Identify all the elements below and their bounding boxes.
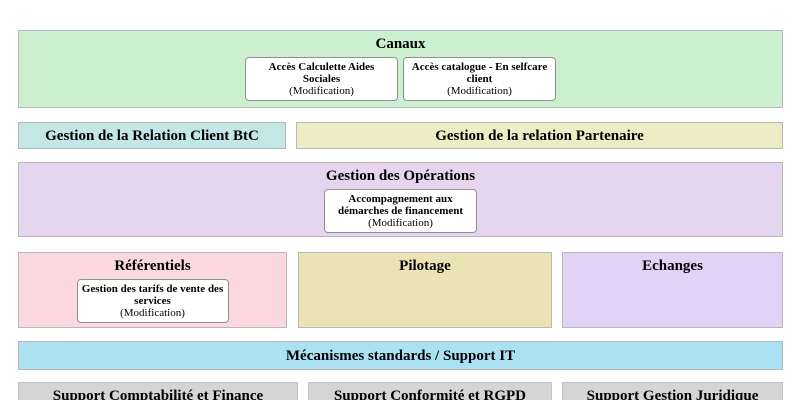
subbox-title: Accès catalogue - En selfcare client (411, 61, 548, 85)
subbox-acces-catalogue: Accès catalogue - En selfcare client (Mo… (403, 57, 556, 101)
section-referentiels: Référentiels Gestion des tarifs de vente… (18, 252, 287, 328)
section-support-gestion-juridique-title: Support Gestion Juridique (586, 388, 759, 400)
section-support-comptabilite-finance: Support Comptabilité et Finance (18, 382, 298, 400)
section-echanges: Echanges (562, 252, 783, 328)
subbox-title: Gestion des tarifs de vente des services (81, 283, 224, 307)
section-support-conformite-rgpd: Support Conformité et RGPD (308, 382, 552, 400)
section-support-conformite-rgpd-title: Support Conformité et RGPD (333, 388, 527, 400)
subbox-note: (Modification) (289, 85, 354, 97)
section-canaux-title: Canaux (375, 36, 426, 52)
section-relation-partenaire-title: Gestion de la relation Partenaire (435, 127, 644, 144)
canaux-subboxes: Accès Calculette Aides Sociales (Modific… (19, 57, 782, 101)
subbox-accompagnement-financement: Accompagnement aux démarches de financem… (324, 189, 477, 233)
subbox-title: Accès Calculette Aides Sociales (268, 61, 375, 85)
section-pilotage: Pilotage (298, 252, 552, 328)
subbox-note: (Modification) (120, 307, 185, 319)
section-relation-partenaire: Gestion de la relation Partenaire (296, 122, 783, 149)
referentiels-subboxes: Gestion des tarifs de vente des services… (19, 279, 286, 323)
section-operations-title: Gestion des Opérations (325, 168, 476, 184)
subbox-acces-calculette: Accès Calculette Aides Sociales (Modific… (245, 57, 398, 101)
section-relation-client-btc-title: Gestion de la Relation Client BtC (45, 127, 259, 144)
subbox-note: (Modification) (368, 217, 433, 229)
section-pilotage-title: Pilotage (399, 258, 451, 274)
section-operations: Gestion des Opérations Accompagnement au… (18, 162, 783, 237)
section-echanges-title: Echanges (642, 258, 703, 274)
section-support-gestion-juridique: Support Gestion Juridique (562, 382, 783, 400)
section-relation-client-btc: Gestion de la Relation Client BtC (18, 122, 286, 149)
section-support-comptabilite-finance-title: Support Comptabilité et Finance (52, 388, 264, 400)
subbox-note: (Modification) (447, 85, 512, 97)
section-support-it: Mécanismes standards / Support IT (18, 341, 783, 370)
subbox-title: Accompagnement aux démarches de financem… (337, 193, 464, 217)
section-referentiels-title: Référentiels (114, 258, 191, 274)
operations-subboxes: Accompagnement aux démarches de financem… (19, 189, 782, 233)
section-canaux: Canaux Accès Calculette Aides Sociales (… (18, 30, 783, 108)
section-support-it-title: Mécanismes standards / Support IT (285, 347, 516, 364)
subbox-gestion-tarifs: Gestion des tarifs de vente des services… (76, 279, 229, 323)
